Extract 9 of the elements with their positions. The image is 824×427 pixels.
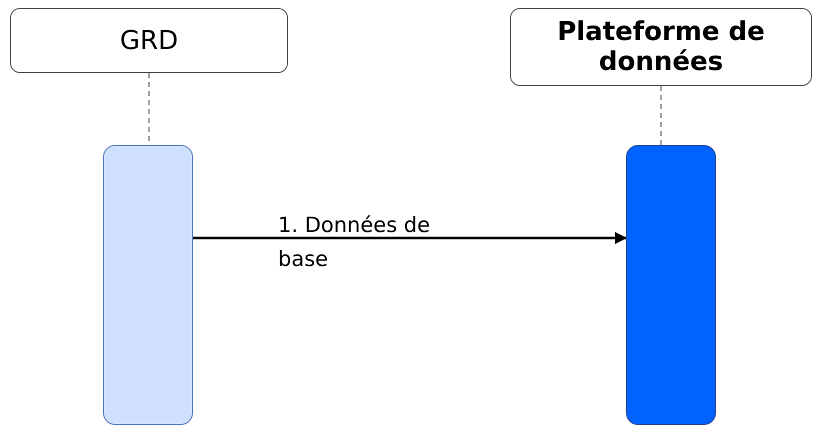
participant-box xyxy=(10,8,288,73)
lifeline xyxy=(660,86,662,145)
activation-bar xyxy=(626,145,716,425)
participant-name: Plateforme de données xyxy=(556,17,766,77)
activation-bar xyxy=(103,145,193,425)
participant-box xyxy=(510,8,812,86)
message-arrow xyxy=(193,232,627,244)
participant-name: GRD xyxy=(120,26,178,56)
edge-label: 1. Données de base xyxy=(278,212,432,273)
